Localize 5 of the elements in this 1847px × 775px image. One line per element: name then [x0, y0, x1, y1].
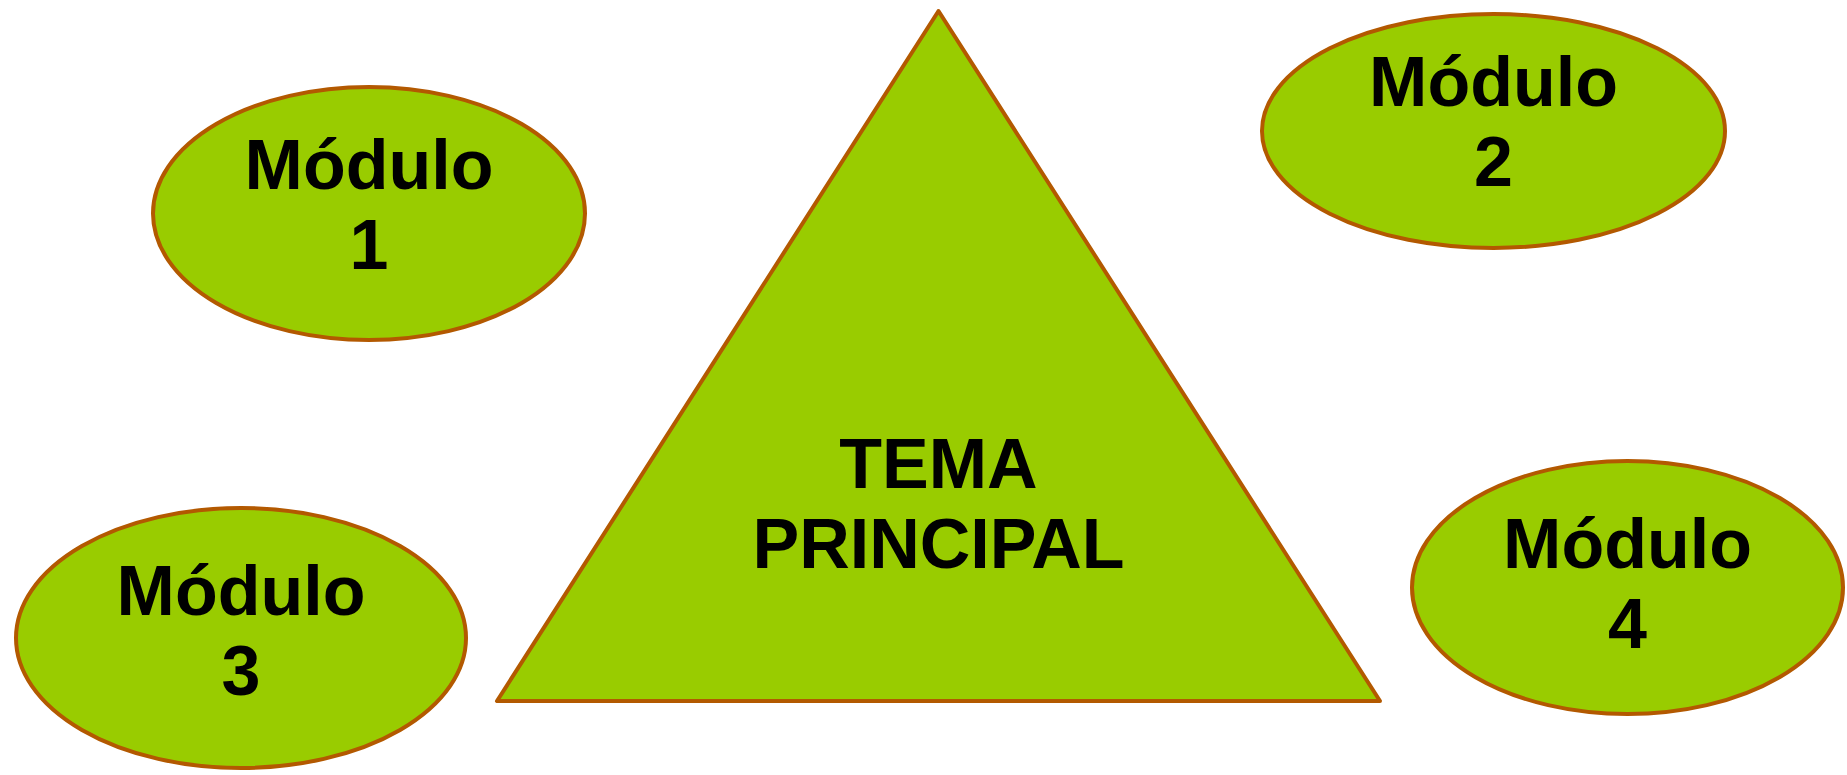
main-topic-label: TEMA PRINCIPAL	[751, 424, 1126, 584]
module-label: Módulo 1	[243, 125, 495, 285]
module-label: Módulo 4	[1502, 504, 1753, 664]
module-label: Módulo 2	[1368, 42, 1619, 202]
module-label: Módulo 3	[115, 551, 367, 711]
